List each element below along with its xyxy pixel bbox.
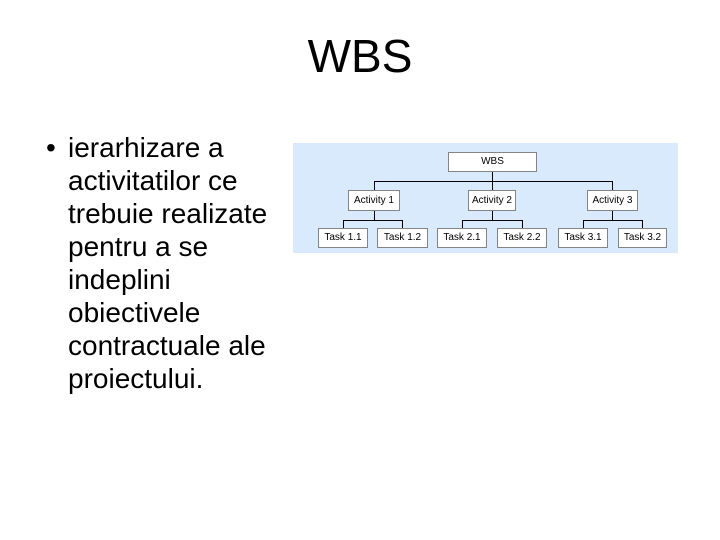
connector-line: [374, 181, 613, 182]
bullet-text-line: indeplini: [68, 264, 171, 295]
bullet-text-line: pentru a se: [68, 231, 209, 262]
wbs-root-box: WBS: [448, 152, 537, 172]
connector-line: [374, 211, 375, 220]
connector-line: [492, 181, 493, 190]
connector-line: [402, 220, 403, 228]
wbs-diagram-panel: WBS Activity 1 Activity 2 Activity 3 Tas…: [293, 143, 678, 253]
connector-line: [462, 220, 463, 228]
connector-line: [492, 211, 493, 220]
task-3-2-box: Task 3.2: [618, 228, 667, 248]
bullet-text-line: trebuie realizate: [68, 198, 268, 229]
activity-3-box: Activity 3: [587, 190, 638, 211]
connector-line: [374, 181, 375, 190]
task-1-1-box: Task 1.1: [318, 228, 368, 248]
task-2-2-box: Task 2.2: [497, 228, 547, 248]
bullet-text-line: ierarhizare a: [68, 132, 224, 163]
bullet-text: ierarhizare a activitatilor ce trebuie r…: [68, 131, 298, 395]
connector-line: [492, 172, 493, 181]
connector-line: [343, 220, 344, 228]
slide-title: WBS: [307, 30, 413, 82]
connector-line: [642, 220, 643, 228]
connector-line: [583, 220, 584, 228]
bullet-marker: •: [46, 132, 56, 163]
bullet-text-line: contractuale ale: [68, 330, 266, 361]
connector-line: [612, 211, 613, 220]
bullet-text-line: activitatilor ce: [68, 165, 238, 196]
connector-line: [612, 181, 613, 190]
activity-1-box: Activity 1: [348, 190, 400, 211]
task-2-1-box: Task 2.1: [437, 228, 487, 248]
bullet-text-line: proiectului.: [68, 363, 204, 394]
activity-2-box: Activity 2: [468, 190, 516, 211]
bullet-text-line: obiectivele: [68, 297, 201, 328]
connector-line: [583, 220, 643, 221]
connector-line: [343, 220, 403, 221]
connector-line: [462, 220, 523, 221]
connector-line: [522, 220, 523, 228]
task-3-1-box: Task 3.1: [558, 228, 608, 248]
task-1-2-box: Task 1.2: [377, 228, 428, 248]
